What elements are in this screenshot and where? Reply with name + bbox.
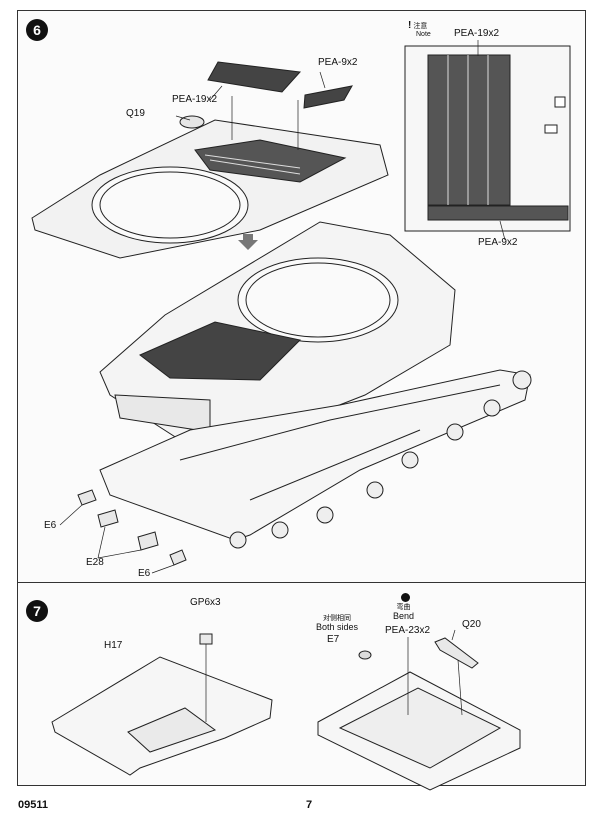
warning-icon: !: [408, 20, 412, 31]
label-q19: Q19: [126, 108, 145, 119]
label-q20: Q20: [462, 619, 481, 630]
label-e28: E28: [86, 557, 104, 568]
label-pea-19x2: PEA-19x2: [172, 94, 218, 105]
both-sides-cn: 对侧相同: [323, 615, 352, 622]
bend-en: Bend: [393, 611, 415, 621]
inset-label-pea-9x2: PEA-9x2: [478, 237, 518, 248]
bend-cn: 弯曲: [396, 604, 411, 611]
footer-kit-code: 09511: [18, 799, 48, 811]
inset-note: !注意 Note: [408, 20, 431, 39]
label-h17: H17: [104, 640, 123, 651]
label-e7: E7: [327, 634, 340, 645]
note-cn: 注意: [413, 23, 428, 30]
label-pea-9x2: PEA-9x2: [318, 57, 358, 68]
both-sides-en: Both sides: [316, 622, 359, 632]
label-e6-lower: E6: [138, 568, 151, 579]
label-e6-upper: E6: [44, 520, 57, 531]
step-6-badge: 6: [26, 19, 48, 41]
label-pea-23x2: PEA-23x2: [385, 625, 431, 636]
bend-icon: [401, 593, 410, 602]
note-en: Note: [416, 31, 431, 38]
inset-label-pea-19x2: PEA-19x2: [454, 28, 500, 39]
both-sides-note: 对侧相同 Both sides: [316, 615, 359, 632]
bend-note: 弯曲 Bend: [393, 604, 415, 621]
step-7-badge: 7: [26, 600, 48, 622]
label-gp6x3: GP6x3: [190, 597, 221, 608]
footer-page-number: 7: [306, 799, 313, 811]
